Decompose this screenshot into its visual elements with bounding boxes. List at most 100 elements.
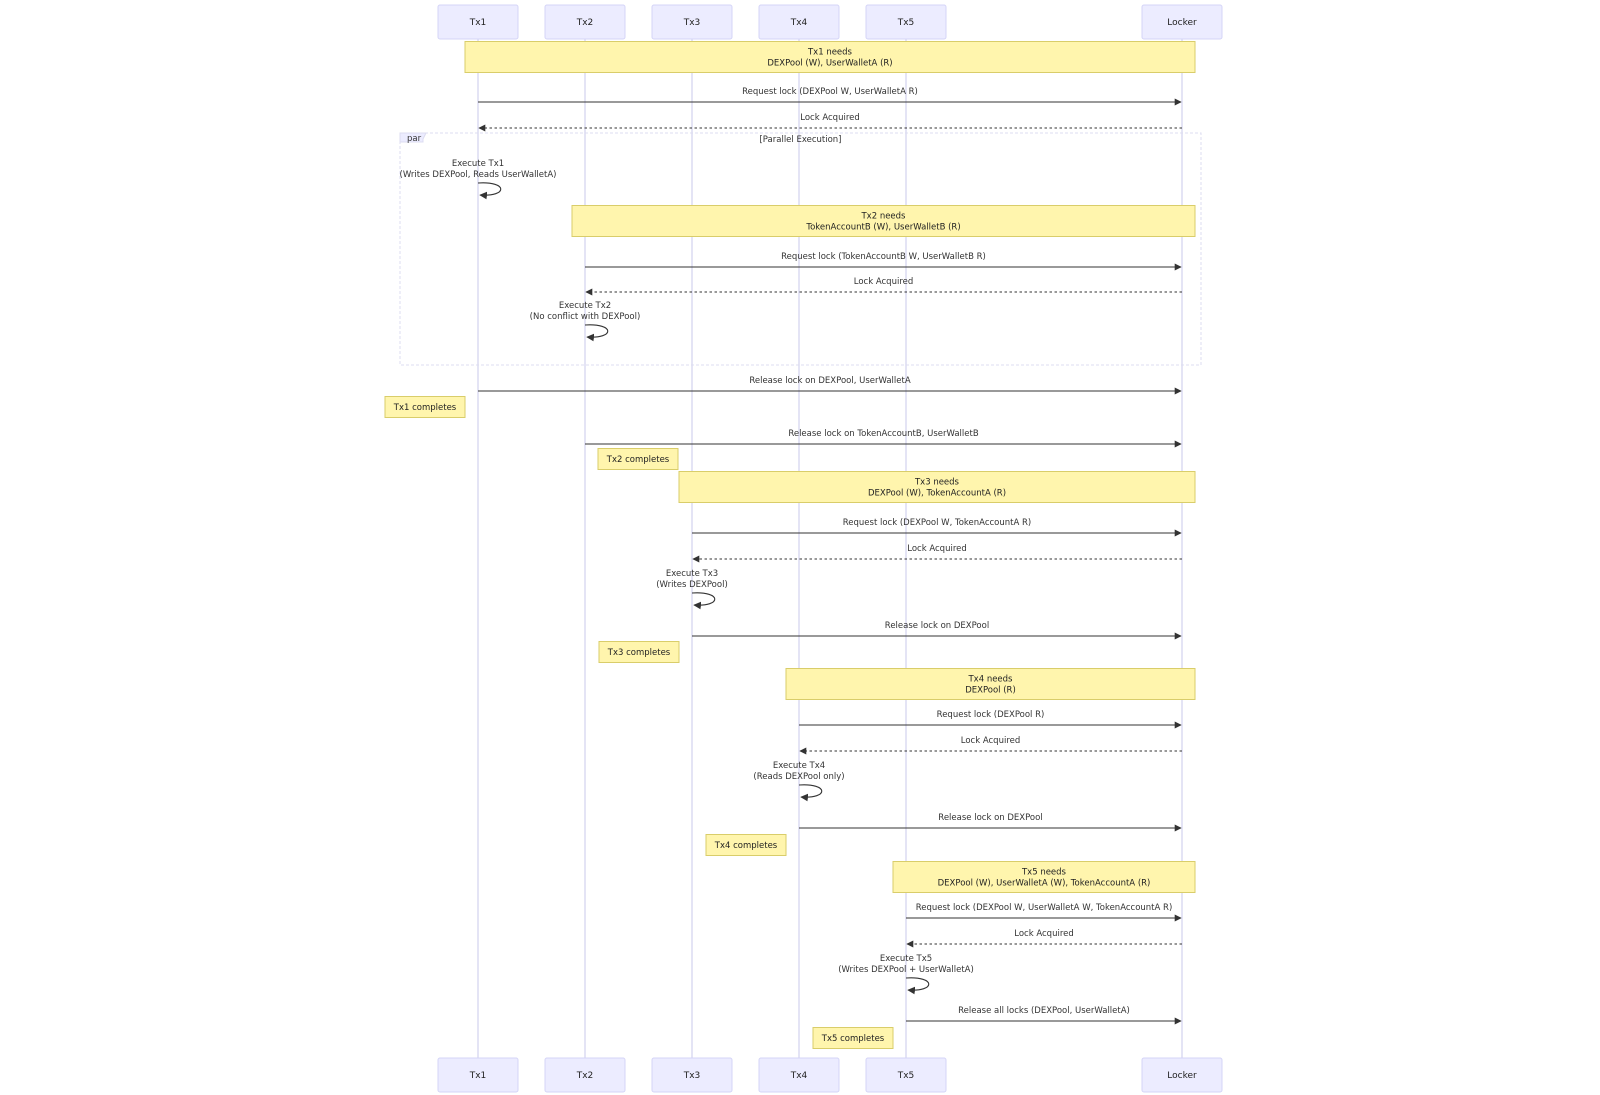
note-text: TokenAccountB (W), UserWalletB (R): [805, 223, 960, 233]
event-msg-14: Request lock (DEXPool W, TokenAccountA R…: [692, 518, 1182, 537]
event-note-30: Tx5 completes: [812, 1027, 894, 1049]
message-label: Release all locks (DEXPool, UserWalletA): [958, 1006, 1130, 1016]
par-keyword-tab: [399, 132, 427, 143]
message-label: Request lock (DEXPool W, UserWalletA R): [742, 87, 918, 97]
note-box: [598, 641, 680, 663]
participant-box: [758, 4, 840, 40]
note-text: Tx1 needs: [807, 48, 853, 58]
self-message-arrow: [691, 592, 716, 610]
event-msg-2: Request lock (DEXPool W, UserWalletA R): [478, 87, 1182, 106]
message-label: Lock Acquired: [800, 113, 860, 123]
participant-box: [1141, 4, 1223, 40]
participant-label: Tx4: [790, 1071, 808, 1081]
participant-box: [758, 1057, 840, 1093]
participant-label: Tx2: [576, 18, 594, 28]
event-msg-9: Release lock on DEXPool, UserWalletA: [478, 376, 1182, 395]
participant-box: [651, 1057, 733, 1093]
self-message-label: Execute Tx1: [452, 159, 504, 169]
self-message-arrow: [477, 182, 502, 200]
note-box: [678, 471, 1196, 503]
note-text: Tx2 completes: [606, 455, 670, 465]
participant-locker-top: Locker: [1141, 4, 1223, 40]
participant-tx4-top: Tx4: [758, 4, 840, 40]
note-box: [571, 205, 1196, 237]
event-msg-3: Lock Acquired: [478, 113, 1182, 132]
event-note-24: Tx4 completes: [705, 834, 787, 856]
event-msg-17: Release lock on DEXPool: [692, 621, 1182, 640]
self-message-label: (Reads DEXPool only): [753, 772, 844, 782]
participant-box: [544, 4, 626, 40]
participant-label: Tx4: [790, 18, 808, 28]
note-text: Tx4 needs: [967, 675, 1013, 685]
event-self-28: Execute Tx5(Writes DEXPool + UserWalletA…: [838, 954, 974, 995]
self-message-label: (Writes DEXPool, Reads UserWalletA): [400, 170, 557, 180]
participant-tx5-bottom: Tx5: [865, 1057, 947, 1093]
participant-box: [437, 4, 519, 40]
participant-box: [1141, 1057, 1223, 1093]
note-text: Tx5 completes: [821, 1034, 885, 1044]
participant-tx1-top: Tx1: [437, 4, 519, 40]
participant-label: Tx5: [897, 18, 915, 28]
participant-label: Tx1: [469, 18, 487, 28]
event-self-4: Execute Tx1(Writes DEXPool, Reads UserWa…: [400, 159, 557, 200]
note-text: Tx5 needs: [1021, 868, 1067, 878]
participant-label: Tx3: [683, 18, 701, 28]
self-message-label: (No conflict with DEXPool): [530, 312, 641, 322]
self-message-arrow: [905, 977, 930, 995]
participant-box: [865, 1057, 947, 1093]
message-label: Lock Acquired: [1014, 929, 1074, 939]
self-message-label: Execute Tx3: [666, 569, 718, 579]
participant-label: Locker: [1167, 18, 1197, 28]
event-msg-20: Request lock (DEXPool R): [799, 710, 1182, 729]
participant-tx2-top: Tx2: [544, 4, 626, 40]
participant-locker-bottom: Locker: [1141, 1057, 1223, 1093]
event-self-16: Execute Tx3(Writes DEXPool): [656, 569, 728, 610]
note-text: DEXPool (W), UserWalletA (W), TokenAccou…: [938, 879, 1151, 889]
participant-label: Tx1: [469, 1071, 487, 1081]
note-box: [597, 448, 679, 470]
message-label: Release lock on DEXPool, UserWalletA: [749, 376, 911, 386]
participant-tx5-top: Tx5: [865, 4, 947, 40]
note-text: DEXPool (W), TokenAccountA (R): [868, 489, 1006, 499]
message-label: Lock Acquired: [961, 736, 1021, 746]
event-self-8: Execute Tx2(No conflict with DEXPool): [530, 301, 641, 342]
message-label: Request lock (DEXPool R): [937, 710, 1045, 720]
message-label: Request lock (DEXPool W, UserWalletA W, …: [916, 903, 1173, 913]
note-text: Tx1 completes: [393, 403, 457, 413]
event-note-18: Tx3 completes: [598, 641, 680, 663]
message-label: Request lock (DEXPool W, TokenAccountA R…: [843, 518, 1031, 528]
note-text: Tx4 completes: [714, 841, 778, 851]
participant-label: Tx5: [897, 1071, 915, 1081]
message-label: Release lock on DEXPool: [885, 621, 989, 631]
participant-tx1-bottom: Tx1: [437, 1057, 519, 1093]
note-text: Tx3 needs: [914, 478, 960, 488]
participant-box: [437, 1057, 519, 1093]
event-note-10: Tx1 completes: [384, 396, 466, 418]
message-label: Lock Acquired: [907, 544, 967, 554]
event-msg-23: Release lock on DEXPool: [799, 813, 1182, 832]
note-text: DEXPool (R): [965, 686, 1016, 696]
self-message-label: Execute Tx2: [559, 301, 611, 311]
message-label: Release lock on TokenAccountB, UserWalle…: [788, 429, 979, 439]
event-msg-21: Lock Acquired: [799, 736, 1182, 755]
self-message-label: Execute Tx5: [880, 954, 932, 964]
message-label: Request lock (TokenAccountB W, UserWalle…: [781, 252, 986, 262]
self-message-arrow: [798, 784, 823, 802]
note-box: [464, 41, 1196, 73]
participant-tx3-top: Tx3: [651, 4, 733, 40]
par-frame: [399, 132, 1202, 366]
self-message-label: (Writes DEXPool): [656, 580, 728, 590]
participant-label: Tx3: [683, 1071, 701, 1081]
message-label: Release lock on DEXPool: [938, 813, 1042, 823]
self-message-arrow: [584, 324, 609, 342]
participant-box: [544, 1057, 626, 1093]
self-message-label: (Writes DEXPool + UserWalletA): [838, 965, 974, 975]
note-text: Tx2 needs: [860, 212, 906, 222]
note-box: [892, 861, 1196, 893]
